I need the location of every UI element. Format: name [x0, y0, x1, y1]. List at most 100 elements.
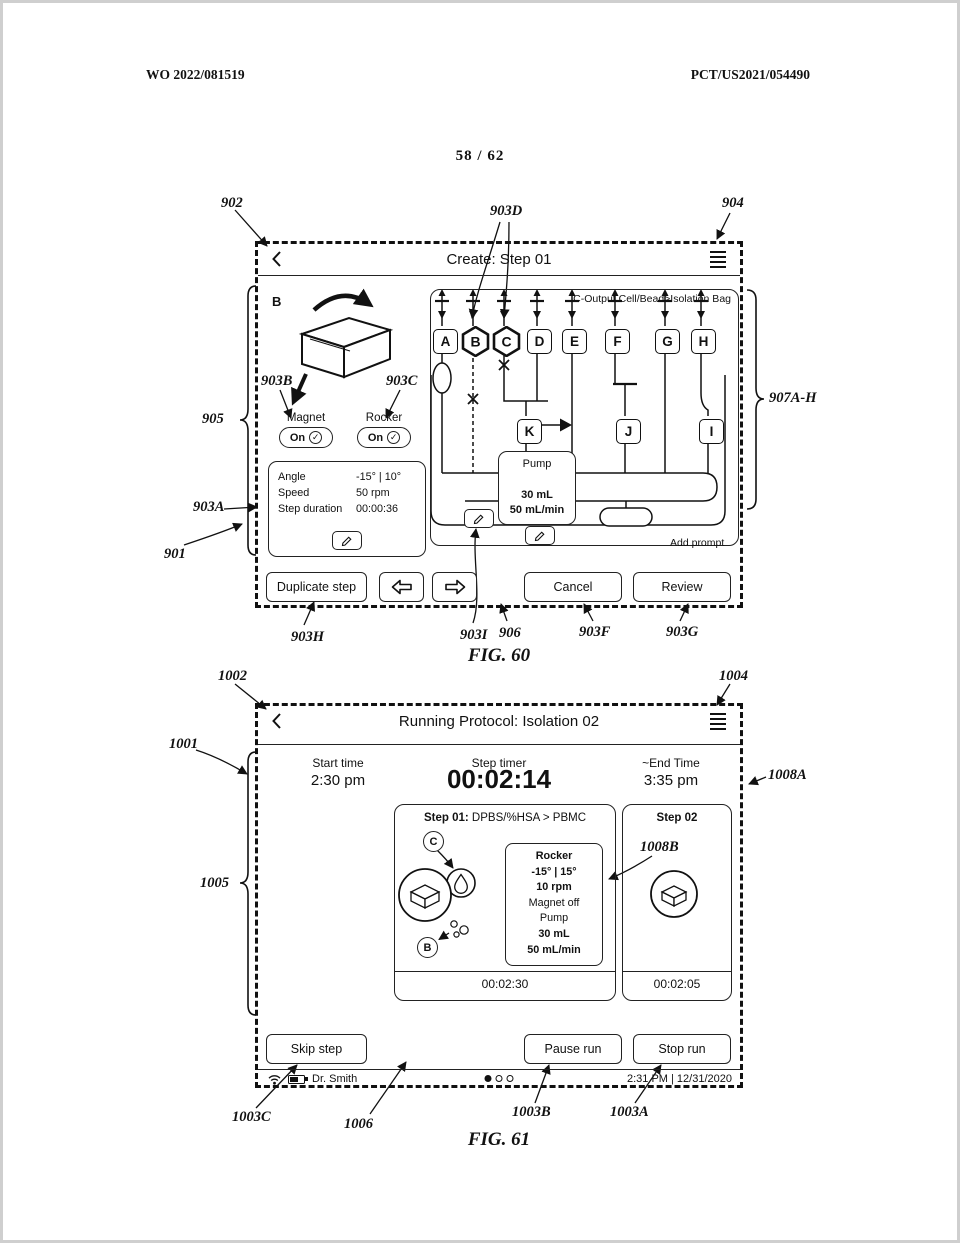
rocker-label: Rocker	[365, 412, 403, 424]
ref-903D: 903D	[490, 203, 523, 219]
start-time-value: 2:30 pm	[310, 772, 366, 789]
stop-run-button[interactable]: Stop run	[633, 1034, 731, 1064]
annotation-art	[183, 209, 767, 1115]
ref-1002: 1002	[218, 668, 247, 684]
ref-1001: 1001	[169, 736, 198, 752]
edit-params-button[interactable]	[332, 531, 362, 550]
ref-903C: 903C	[386, 373, 418, 389]
edit-tubing-button[interactable]	[464, 509, 494, 528]
check-icon: ✓	[387, 431, 401, 444]
arrow-left-icon	[391, 579, 412, 595]
edit-pump-button[interactable]	[525, 526, 555, 545]
circle-c: C	[423, 831, 444, 852]
step1-params-panel: Rocker -15° | 15° 10 rpm Magnet off Pump…	[505, 843, 603, 966]
pump-volume: 30 mL	[521, 489, 553, 501]
add-prompt-button[interactable]: Add prompt	[670, 537, 725, 549]
rocker-param: Rocker	[535, 850, 573, 862]
cassette-illustration	[291, 288, 394, 406]
page-dots[interactable]	[484, 1075, 514, 1082]
cassette-icon	[660, 885, 688, 908]
menu-icon[interactable]	[710, 251, 726, 268]
ref-903A: 903A	[193, 499, 225, 515]
port-c[interactable]: C	[492, 326, 521, 357]
pencil-icon	[534, 531, 545, 542]
param-value: 50 rpm	[356, 487, 390, 499]
rocker-value: On	[367, 431, 384, 444]
ref-905: 905	[202, 411, 224, 427]
doc-number-right: PCT/US2021/054490	[690, 67, 810, 82]
review-button[interactable]: Review	[633, 572, 731, 602]
duplicate-step-button[interactable]: Duplicate step	[266, 572, 367, 602]
valve-j[interactable]: J	[616, 419, 641, 444]
fig60-screen: Create: Step 01 C-Output Cell/Bead>Isola…	[255, 241, 743, 608]
ref-1003B: 1003B	[512, 1104, 551, 1120]
page-dot	[506, 1075, 514, 1082]
step2-duration: 00:02:05	[653, 977, 701, 991]
param-value: 00:00:36	[356, 503, 399, 515]
ref-1003C: 1003C	[232, 1109, 271, 1125]
next-step-button[interactable]	[432, 572, 477, 602]
ref-1008B: 1008B	[640, 839, 679, 855]
screen-title: Create: Step 01	[446, 251, 552, 268]
fig61-screen: Running Protocol: Isolation 02 Start tim…	[255, 703, 743, 1088]
rocker-param: 30 mL	[538, 927, 570, 940]
port-g[interactable]: G	[655, 329, 680, 354]
param-value: -15° | 10°	[356, 471, 402, 483]
port-a[interactable]: A	[433, 329, 458, 354]
valve-i[interactable]: I	[699, 419, 724, 444]
ref-906: 906	[499, 625, 521, 641]
arrow-right-icon	[444, 579, 465, 595]
pause-run-button[interactable]: Pause run	[524, 1034, 622, 1064]
ref-907A-H: 907A-H	[769, 390, 817, 406]
magnet-toggle[interactable]: On ✓	[279, 427, 333, 448]
ref-1005: 1005	[200, 875, 229, 891]
droplet-icon	[454, 873, 468, 894]
bag-label: B	[272, 294, 282, 309]
magnet-label: Magnet	[286, 412, 326, 424]
step1-title: Step 01: DPBS/%HSA > PBMC	[395, 812, 615, 824]
page-dot	[495, 1075, 503, 1082]
rocker-param: Pump	[539, 912, 569, 925]
wifi-icon	[268, 1074, 281, 1085]
ref-1004: 1004	[719, 668, 748, 684]
tubing-schematic	[430, 289, 726, 527]
port-d[interactable]: D	[527, 329, 552, 354]
cancel-button[interactable]: Cancel	[524, 572, 622, 602]
rocker-toggle[interactable]: On ✓	[357, 427, 411, 448]
rocker-param: -15° | 15°	[531, 865, 577, 878]
rocker-param: 10 rpm	[536, 881, 572, 894]
end-time-value: 3:35 pm	[643, 772, 699, 789]
valve-k[interactable]: K	[517, 419, 542, 444]
fig60-caption: FIG. 60	[467, 645, 531, 666]
ref-903I: 903I	[460, 627, 488, 643]
menu-icon[interactable]	[710, 713, 726, 730]
ref-904: 904	[722, 195, 744, 211]
prev-step-button[interactable]	[379, 572, 424, 602]
pump-label: Pump	[522, 458, 552, 470]
step1-illustration	[398, 849, 476, 941]
end-time-label: ~End Time	[642, 756, 700, 770]
back-icon[interactable]	[271, 250, 282, 273]
card-divider	[623, 971, 731, 972]
port-b-label: B	[470, 334, 480, 350]
pump-panel: Pump 30 mL 50 mL/min	[498, 451, 576, 525]
fig61-caption: FIG. 61	[467, 1129, 531, 1150]
port-h[interactable]: H	[691, 329, 716, 354]
card-divider	[395, 971, 615, 972]
step2-title: Step 02	[656, 812, 698, 824]
port-c-label: C	[501, 334, 511, 350]
step1-duration: 00:02:30	[481, 977, 529, 991]
port-b[interactable]: B	[461, 326, 490, 357]
step1-title-text: DPBS/%HSA > PBMC	[468, 812, 587, 824]
status-datetime: 2:31 PM | 12/31/2020	[627, 1073, 732, 1085]
port-f[interactable]: F	[605, 329, 630, 354]
user-name: Dr. Smith	[312, 1073, 358, 1085]
skip-step-button[interactable]: Skip step	[266, 1034, 367, 1064]
port-e[interactable]: E	[562, 329, 587, 354]
battery-icon	[288, 1074, 308, 1084]
step1-title-number: Step 01:	[423, 812, 469, 824]
ref-903H: 903H	[291, 629, 325, 645]
back-icon[interactable]	[271, 712, 282, 735]
